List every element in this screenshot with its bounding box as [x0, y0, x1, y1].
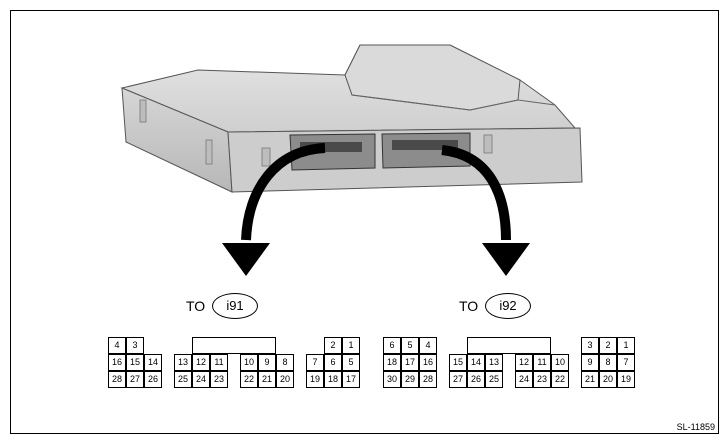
pin-cell: 21: [258, 371, 276, 388]
connector-label-i91: i91: [212, 293, 258, 319]
pin-cell: 14: [144, 354, 162, 371]
pin-cell: 5: [342, 354, 360, 371]
pin-cell: 15: [126, 354, 144, 371]
pin-cell: 18: [383, 354, 401, 371]
pin-cell: 9: [581, 354, 599, 371]
pin-cell: 13: [485, 354, 503, 371]
connector-label-i92: i92: [485, 293, 531, 319]
pin-cell: 10: [240, 354, 258, 371]
pin-cell: 19: [617, 371, 635, 388]
pin-cell: 24: [515, 371, 533, 388]
pin-cell: 5: [401, 337, 419, 354]
pin-cell: 3: [126, 337, 144, 354]
pin-cell: 13: [174, 354, 192, 371]
pin-cell: 25: [485, 371, 503, 388]
pin-cell: 1: [617, 337, 635, 354]
pin-cell: 23: [210, 371, 228, 388]
pin-cell: 12: [192, 354, 210, 371]
pin-cell: 18: [324, 371, 342, 388]
figure-frame: [10, 10, 719, 434]
pin-cell: 17: [342, 371, 360, 388]
pin-cell: 14: [467, 354, 485, 371]
pin-cell: 3: [581, 337, 599, 354]
pin-cell: 24: [192, 371, 210, 388]
pin-cell: 26: [144, 371, 162, 388]
pin-cell: 20: [276, 371, 294, 388]
pin-cell: 20: [599, 371, 617, 388]
pin-cell: 15: [449, 354, 467, 371]
pin-cell: 2: [599, 337, 617, 354]
pin-cell: 8: [276, 354, 294, 371]
pin-cell: 7: [617, 354, 635, 371]
pin-cell: 11: [533, 354, 551, 371]
pin-cell: 12: [515, 354, 533, 371]
connector-key-box: [467, 337, 551, 354]
pin-cell: 27: [126, 371, 144, 388]
to-label-i92: TO: [459, 298, 479, 314]
pin-cell: 6: [324, 354, 342, 371]
pin-cell: 30: [383, 371, 401, 388]
pin-cell: 6: [383, 337, 401, 354]
pin-cell: 16: [419, 354, 437, 371]
pin-cell: 1: [342, 337, 360, 354]
pin-cell: 16: [108, 354, 126, 371]
pin-cell: 29: [401, 371, 419, 388]
pin-cell: 22: [551, 371, 569, 388]
pin-cell: 17: [401, 354, 419, 371]
pin-cell: 4: [419, 337, 437, 354]
pin-cell: 28: [419, 371, 437, 388]
pin-cell: 22: [240, 371, 258, 388]
pin-cell: 10: [551, 354, 569, 371]
pin-cell: 23: [533, 371, 551, 388]
pin-cell: 9: [258, 354, 276, 371]
figure-id: SL-11859: [676, 422, 715, 432]
pin-cell: 25: [174, 371, 192, 388]
pin-cell: 27: [449, 371, 467, 388]
pin-cell: 2: [324, 337, 342, 354]
pin-cell: 4: [108, 337, 126, 354]
pin-cell: 8: [599, 354, 617, 371]
to-label-i91: TO: [186, 298, 206, 314]
pin-cell: 11: [210, 354, 228, 371]
pin-cell: 19: [306, 371, 324, 388]
connector-key-box: [192, 337, 276, 354]
pin-cell: 7: [306, 354, 324, 371]
pin-cell: 21: [581, 371, 599, 388]
pin-cell: 28: [108, 371, 126, 388]
pin-cell: 26: [467, 371, 485, 388]
